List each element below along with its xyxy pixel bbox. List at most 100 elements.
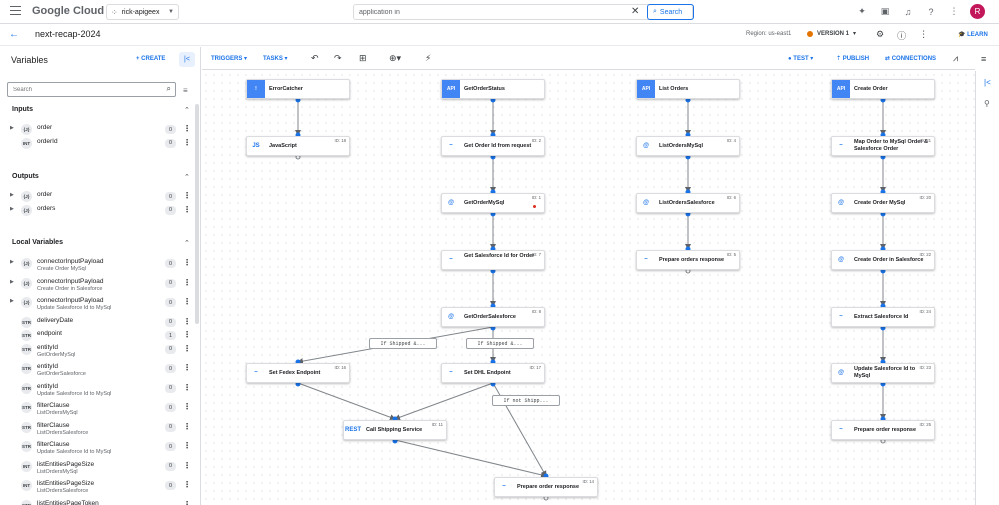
chevron-up-icon[interactable]: ⌃ bbox=[184, 174, 190, 181]
zoom-icon[interactable]: ⊕▾ bbox=[389, 53, 402, 63]
auto-layout-icon[interactable]: ⊞ bbox=[359, 53, 367, 63]
notifications-icon[interactable]: ♫ bbox=[904, 6, 912, 17]
more-vert-icon[interactable]: ⋮ bbox=[183, 204, 191, 214]
test-button[interactable]: ● TEST ▾ bbox=[788, 56, 814, 62]
magic-wand-icon[interactable]: ⚡ bbox=[425, 53, 432, 63]
pin-icon[interactable]: ⚲ bbox=[984, 99, 990, 108]
edge-condition-not-shipped[interactable]: If not Shipp... bbox=[492, 395, 560, 406]
avatar[interactable]: R bbox=[970, 4, 985, 19]
cloud-shell-icon[interactable]: ▣ bbox=[880, 6, 890, 16]
panel-menu-icon[interactable]: ≡ bbox=[981, 54, 987, 64]
more-vert-icon[interactable]: ⋮ bbox=[183, 297, 191, 306]
scrollbar[interactable] bbox=[195, 104, 199, 324]
redo-icon[interactable]: ↷ bbox=[334, 53, 342, 63]
more-vert-icon[interactable]: ⋮ bbox=[183, 191, 191, 200]
chevron-up-icon[interactable]: ⌃ bbox=[184, 240, 190, 247]
expand-panel-icon[interactable]: |< bbox=[984, 78, 991, 87]
search-input[interactable] bbox=[359, 7, 624, 18]
analytics-icon[interactable]: ⩘ bbox=[953, 53, 959, 63]
learn-button[interactable]: 🎓 LEARN bbox=[958, 32, 988, 38]
node-errorcatcher[interactable]: !ErrorCatcher bbox=[246, 79, 350, 99]
more-vert-icon[interactable]: ⋮ bbox=[183, 343, 191, 353]
info-icon[interactable]: ⓘ bbox=[897, 31, 907, 41]
edge-setdhl-callshipping[interactable] bbox=[394, 382, 494, 421]
undo-icon[interactable]: ↶ bbox=[311, 53, 319, 63]
more-vert-icon[interactable]: ⋮ bbox=[183, 363, 191, 372]
connections-button[interactable]: ⇄ CONNECTIONS bbox=[885, 56, 937, 62]
edge-setfedex-callshipping[interactable] bbox=[297, 382, 396, 421]
gemini-icon[interactable]: ✦ bbox=[858, 6, 866, 16]
help-icon[interactable]: ? bbox=[928, 6, 934, 17]
more-vert-icon[interactable]: ⋮ bbox=[183, 330, 191, 339]
more-vert-icon[interactable]: ⋮ bbox=[183, 480, 191, 489]
more-vert-icon[interactable]: ⋮ bbox=[949, 6, 959, 16]
expand-arrow-icon[interactable]: ▶ bbox=[10, 259, 14, 265]
close-icon[interactable]: ✕ bbox=[631, 6, 640, 17]
edge-condition-shipped-fedex[interactable]: If Shipped &... bbox=[369, 338, 437, 349]
settings-icon[interactable]: ⚙ bbox=[876, 29, 885, 39]
tasks-menu[interactable]: TASKS ▾ bbox=[263, 56, 288, 62]
project-selector[interactable]: ⁘ rick-apigeex ▼ bbox=[106, 4, 179, 20]
node-maporder[interactable]: ~Map Order to MySql Order & Salesforce O… bbox=[831, 136, 935, 156]
more-vert-icon[interactable]: ⋮ bbox=[183, 499, 191, 505]
more-vert-icon[interactable]: ⋮ bbox=[183, 316, 191, 326]
version-selector[interactable]: VERSION 1 ▾ bbox=[807, 30, 856, 37]
create-variable-button[interactable]: + CREATE bbox=[136, 56, 166, 62]
more-vert-icon[interactable]: ⋮ bbox=[183, 402, 191, 411]
more-vert-icon[interactable]: ⋮ bbox=[183, 421, 191, 431]
chevron-up-icon[interactable]: ⌃ bbox=[184, 107, 190, 114]
edge-callshipping-prepareorder14[interactable] bbox=[394, 439, 547, 478]
collapse-panel-icon[interactable]: |< bbox=[179, 52, 195, 67]
search-button[interactable]: ⌕ Search bbox=[647, 4, 694, 20]
more-vert-icon[interactable]: ⋮ bbox=[183, 460, 191, 470]
more-vert-icon[interactable]: ⋮ bbox=[183, 137, 191, 147]
variable-search-input[interactable] bbox=[13, 85, 153, 95]
back-arrow-icon[interactable]: ← bbox=[9, 29, 19, 40]
more-vert-icon[interactable]: ⋮ bbox=[183, 124, 191, 133]
expand-arrow-icon[interactable]: ▶ bbox=[10, 125, 14, 131]
expand-arrow-icon[interactable]: ▶ bbox=[10, 192, 14, 198]
filter-icon[interactable]: ≡ bbox=[183, 86, 188, 95]
triggers-menu[interactable]: TRIGGERS ▾ bbox=[211, 56, 248, 62]
expand-arrow-icon[interactable]: ▶ bbox=[10, 298, 14, 304]
more-vert-icon[interactable]: ⋮ bbox=[183, 441, 191, 450]
more-vert-icon[interactable]: ⋮ bbox=[183, 277, 191, 287]
